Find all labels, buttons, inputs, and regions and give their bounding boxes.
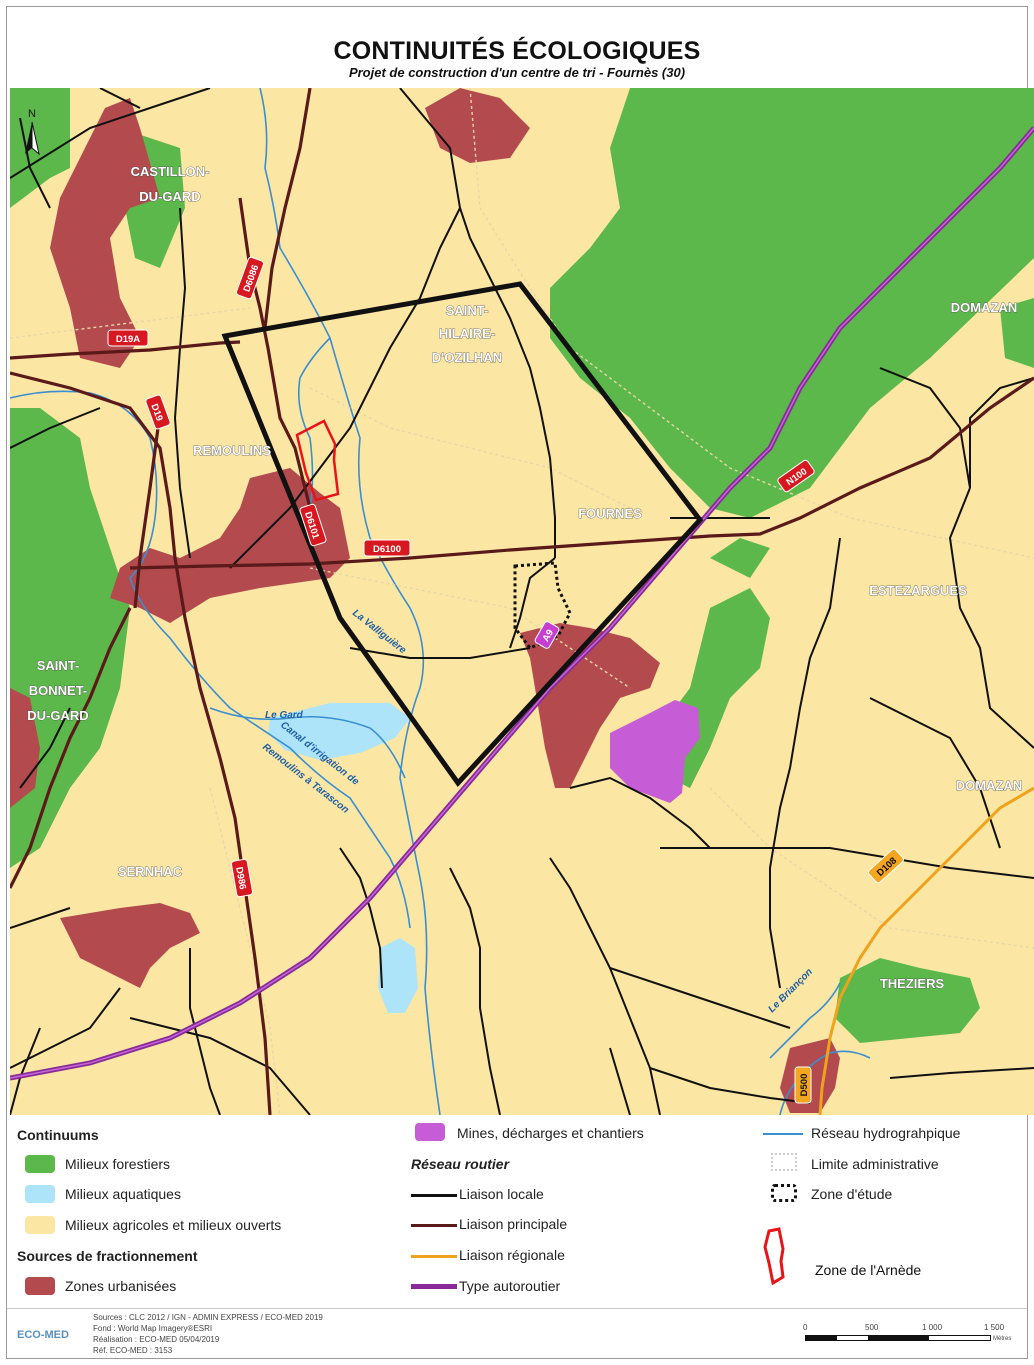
road-sign-d6101: D6101 [299, 503, 327, 547]
legend-arnede-swatch [763, 1227, 785, 1286]
legend-aquatic-label: Milieux aquatiques [65, 1186, 181, 1202]
administrative-limits [10, 88, 1034, 1115]
legend-aquatic-swatch [25, 1185, 55, 1203]
legend-hydro-line [763, 1133, 803, 1135]
arnede-zone [295, 419, 340, 502]
footer-realisation: Réalisation : ECO-MED 05/04/2019 [93, 1335, 220, 1344]
road-sign-d19: D19 [145, 394, 171, 430]
mines-area [610, 700, 700, 803]
place-labels: CASTILLON- DU-GARD SAINT- HILAIRE- D'OZI… [27, 164, 1023, 992]
legend-agricultural-swatch [25, 1216, 55, 1234]
road-sign-label: D19A [116, 334, 140, 345]
scale-tick-500: 500 [865, 1323, 879, 1332]
eco-med-logo: ECO-MED [13, 1317, 93, 1353]
legend-regional-road-label: Liaison régionale [459, 1247, 565, 1263]
place-label: REMOULINS [193, 443, 271, 458]
legend-forest-swatch [25, 1155, 55, 1173]
scale-bar-outline [805, 1335, 991, 1341]
north-arrow-letter: N [28, 108, 36, 120]
legend-hydro-label: Réseau hydrograhpique [811, 1125, 961, 1141]
place-label: HILAIRE- [439, 326, 495, 341]
place-label: ESTEZARGUES [869, 583, 967, 598]
footer-background: Fond : World Map Imagery®ESRI [93, 1324, 213, 1333]
legend-main-road-line [411, 1224, 457, 1227]
map-canvas[interactable]: D19A D6086 D19 D6101 D6100 N100 A9 D986 … [10, 88, 1034, 1115]
legend: Continuums Milieux forestiers Milieux aq… [7, 1117, 1027, 1307]
map-header: CONTINUITÉS ÉCOLOGIQUES Projet de constr… [7, 7, 1027, 87]
legend-road-network-title: Réseau routier [411, 1156, 510, 1172]
road-sign-label: A9 [540, 628, 556, 644]
legend-regional-road-line [411, 1255, 457, 1258]
scale-tick-0: 0 [803, 1323, 808, 1332]
road-sign-label: D986 [233, 866, 248, 890]
map-subtitle: Projet de construction d'un centre de tr… [348, 65, 686, 80]
scale-unit: Mètres [993, 1336, 1012, 1342]
road-sign-d6100: D6100 [363, 539, 411, 557]
place-label: FOURNES [578, 506, 642, 521]
legend-fragmentation-title: Sources de fractionnement [17, 1248, 198, 1264]
road-sign-label: D6100 [373, 544, 401, 555]
legend-main-road-label: Liaison principale [459, 1216, 568, 1232]
legend-mines-label: Mines, décharges et chantiers [457, 1125, 644, 1141]
legend-mines-swatch [415, 1123, 445, 1141]
footer: ECO-MED Sources : CLC 2012 / IGN - ADMIN… [7, 1308, 1027, 1361]
legend-arnede-box [803, 1247, 997, 1293]
road-sign-d19a: D19A [107, 329, 149, 347]
footer-sources: Sources : CLC 2012 / IGN - ADMIN EXPRESS… [93, 1313, 323, 1322]
road-sign-d986: D986 [230, 858, 254, 898]
legend-motorway-label: Type autoroutier [459, 1278, 561, 1294]
place-label: DOMAZAN [951, 300, 1017, 315]
road-sign-d500: D500 [794, 1066, 812, 1104]
legend-study-zone-swatch [771, 1184, 797, 1202]
regional-road [818, 786, 1034, 1115]
local-roads [10, 88, 1034, 1115]
legend-urban-swatch [25, 1277, 55, 1295]
water-label-gard: Le Gard [265, 710, 304, 721]
urban-areas [10, 88, 840, 1113]
map-title: CONTINUITÉS ÉCOLOGIQUES [333, 37, 701, 65]
place-label: SERNHAC [118, 864, 183, 879]
legend-local-road-line [411, 1194, 457, 1197]
place-label: D'OZILHAN [432, 350, 502, 365]
legend-forest-label: Milieux forestiers [65, 1156, 171, 1172]
place-label: THEZIERS [880, 976, 945, 991]
legend-admin-limit-label: Limite administrative [811, 1156, 939, 1172]
legend-admin-limit-swatch [771, 1153, 797, 1171]
legend-study-zone-label: Zone d'étude [811, 1186, 893, 1202]
scale-tick-1500: 1 500 [984, 1323, 1005, 1332]
north-arrow: N [25, 108, 40, 156]
place-label: SAINT- [446, 303, 489, 318]
eco-med-logo-text: ECO-MED [17, 1329, 69, 1341]
scale-tick-1000: 1 000 [922, 1323, 943, 1332]
legend-urban-label: Zones urbanisées [65, 1278, 177, 1294]
place-label: DOMAZAN [956, 778, 1022, 793]
legend-motorway-line [411, 1284, 457, 1289]
place-label: BONNET- [29, 683, 88, 698]
footer-reference: Réf. ECO-MED : 3153 [93, 1346, 173, 1355]
road-sign-a9: A9 [534, 621, 560, 649]
legend-continuums-title: Continuums [17, 1127, 99, 1143]
place-label: SAINT- [37, 658, 80, 673]
study-zone [513, 561, 572, 650]
place-label: DU-GARD [139, 189, 200, 204]
legend-agricultural-label: Milieux agricoles et milieux ouverts [65, 1217, 282, 1233]
legend-local-road-label: Liaison locale [459, 1186, 544, 1202]
place-label: DU-GARD [27, 708, 88, 723]
perimeter-outline [221, 281, 704, 787]
legend-arnede-label: Zone de l'Arnède [815, 1262, 922, 1278]
road-sign-label: D500 [799, 1074, 810, 1097]
place-label: CASTILLON- [131, 164, 210, 179]
